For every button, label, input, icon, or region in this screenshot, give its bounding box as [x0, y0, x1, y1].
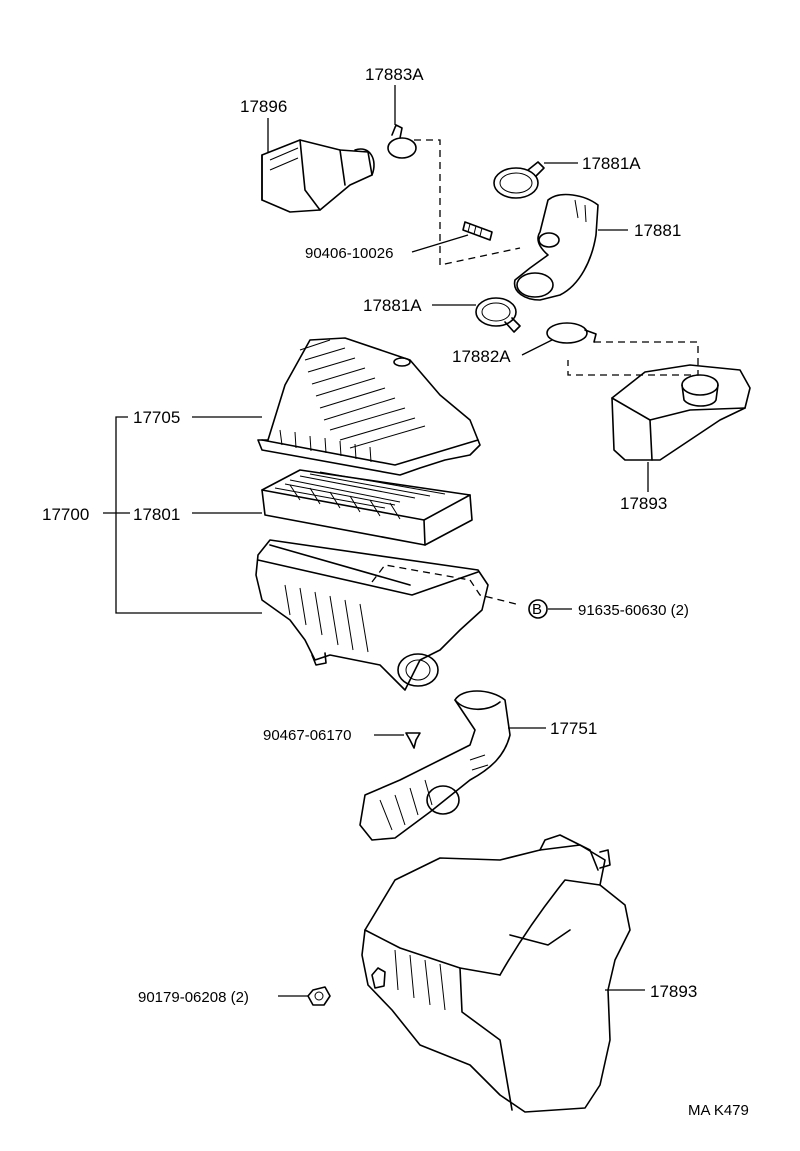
- label-17751: 17751: [550, 719, 597, 738]
- label-17896: 17896: [240, 97, 287, 116]
- dashed-91635: [371, 564, 521, 606]
- part-90179-nut: [307, 986, 331, 1006]
- label-17881: 17881: [634, 221, 681, 240]
- part-17896-sensor: [261, 139, 375, 213]
- callout-b-circle: [528, 599, 548, 619]
- leader-90406: [411, 234, 469, 253]
- dashed-17883A: [414, 139, 521, 266]
- label-17881A-top: 17881A: [582, 154, 641, 173]
- label-17893-bot: 17893: [650, 982, 697, 1001]
- part-17893-upper: [611, 364, 751, 461]
- part-17882A-clamp: [546, 322, 597, 344]
- part-17801-filter: [261, 469, 473, 546]
- label-17883A: 17883A: [365, 65, 424, 84]
- part-90406-stud: [462, 221, 493, 241]
- label-90406-10026: 90406-10026: [305, 245, 393, 262]
- part-17893-lower: [361, 834, 631, 1113]
- label-17881A-mid: 17881A: [363, 296, 422, 315]
- label-17882A: 17882A: [452, 347, 511, 366]
- bracket-17700: [115, 416, 262, 614]
- label-17700: 17700: [42, 505, 89, 524]
- leader-17882A: [521, 339, 553, 356]
- label-17801: 17801: [133, 505, 180, 524]
- label-17705: 17705: [133, 408, 180, 427]
- reference-code: MA K479: [688, 1102, 749, 1119]
- part-17881A-mid-clamp: [475, 297, 521, 333]
- part-17705-cap: [257, 337, 481, 476]
- part-17883A-clamp: [387, 124, 417, 159]
- label-17893-top: 17893: [620, 494, 667, 513]
- part-17881-hose: [513, 193, 599, 301]
- label-91635-60630: 91635-60630 (2): [578, 602, 689, 619]
- part-17751-duct: [359, 690, 511, 841]
- label-90467-06170: 90467-06170: [263, 727, 351, 744]
- part-17881A-top-clamp: [493, 161, 545, 199]
- label-90179-06208: 90179-06208 (2): [138, 989, 249, 1006]
- part-90467-clip: [405, 732, 421, 749]
- part-air-cleaner-case: [255, 539, 489, 691]
- dashed-17882A: [567, 341, 699, 376]
- callout-b-letter: B: [532, 601, 542, 618]
